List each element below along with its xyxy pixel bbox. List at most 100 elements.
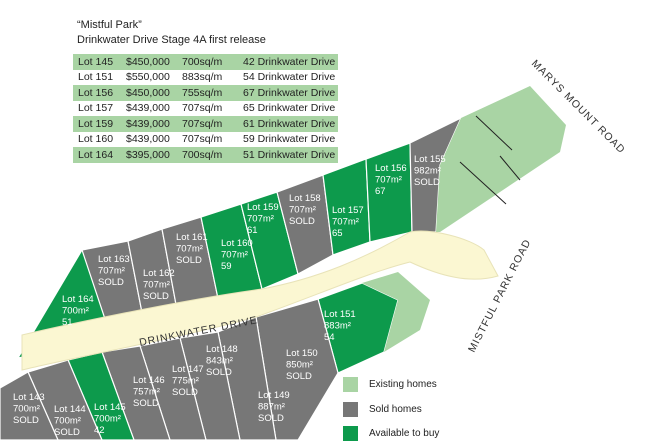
lot-146-label-line: Lot 146 (133, 375, 165, 386)
lot-149-label-line: 887m² (258, 402, 285, 413)
price-cell-address: 65 Drinkwater Drive (243, 102, 336, 115)
road-layer (21, 230, 499, 371)
lot-148-label-line: Lot 148 (206, 344, 238, 355)
price-cell-price: $439,000 (126, 133, 170, 146)
lot-159-label-line: 61 (247, 225, 258, 236)
lot-148-label-line: 843m² (206, 356, 233, 367)
price-cell-address: 61 Drinkwater Drive (240, 116, 339, 132)
lot-164-label-line: 51 (62, 317, 73, 328)
lot-146-label-line: 757m² (133, 387, 160, 398)
price-cell-price: $439,000 (123, 116, 179, 132)
price-cell-size: 707sq/m (179, 116, 240, 132)
price-row: Lot 157 $439,000 707sq/m 65 Drinkwater Driv… (73, 101, 338, 117)
price-cell-size: 883sq/m (182, 71, 223, 84)
lot-162-label-line: Lot 162 (143, 268, 175, 279)
lot-145-label-line: 700m² (94, 414, 121, 425)
lot-160-label-line: 707m² (221, 250, 248, 261)
estate-name: “Mistful Park” (77, 19, 142, 31)
lot-158-label-line: SOLD (289, 216, 315, 227)
lot-146-label-line: SOLD (133, 398, 159, 409)
lot-164-label-line: Lot 164 (62, 294, 94, 305)
price-cell-size: 707sq/m (182, 102, 223, 115)
lot-159-label-line: 707m² (247, 214, 274, 225)
legend-label-sold: Sold homes (369, 404, 422, 415)
legend-label-available: Available to buy (369, 428, 440, 439)
lot-163-label-line: SOLD (98, 277, 124, 288)
existing-lot-boundary (499, 155, 521, 181)
lot-145-label-line: 42 (94, 425, 105, 436)
price-cell-price: $550,000 (126, 71, 170, 84)
price-cell-address: 59 Drinkwater Drive (243, 133, 336, 146)
price-cell-lot: Lot 156 (73, 85, 123, 101)
price-cell-size: 700sq/m (179, 54, 240, 70)
lot-150-label-line: Lot 150 (286, 348, 318, 359)
lot-148-label-line: SOLD (206, 367, 232, 378)
lot-158-label-line: Lot 158 (289, 193, 321, 204)
existing-lot-boundary (475, 115, 513, 151)
lot-145-label-line: Lot 145 (94, 402, 126, 413)
lot-157-label-line: 707m² (332, 217, 359, 228)
legend-swatch-sold (343, 402, 358, 417)
lot-144-label-line: 700m² (54, 416, 81, 427)
lot-158-label-line: 707m² (289, 205, 316, 216)
lot-156-label-line: 707m² (375, 175, 402, 186)
lot-143-parcel (0, 371, 59, 440)
existing-homes-block-south (362, 272, 430, 352)
price-cell-lot: Lot 159 (73, 116, 123, 132)
lot-161-label-line: SOLD (176, 255, 202, 266)
price-cell-lot: Lot 164 (73, 147, 123, 163)
legend-swatch-existing (343, 377, 358, 392)
drinkwater-drive-road (21, 230, 499, 371)
lot-160-label-line: Lot 160 (221, 238, 253, 249)
lot-147-label-line: SOLD (172, 387, 198, 398)
price-cell-lot: Lot 157 (78, 102, 114, 115)
lot-155-label-line: SOLD (414, 177, 440, 188)
legend-sold: Sold homes (343, 402, 422, 417)
lot-162-label-line: 707m² (143, 280, 170, 291)
price-cell-address: 54 Drinkwater Drive (243, 71, 336, 84)
lot-155-label-line: Lot 155 (414, 154, 446, 165)
lot-143-label-line: 700m² (13, 404, 40, 415)
lot-150-label-line: SOLD (286, 371, 312, 382)
legend-label-existing: Existing homes (369, 379, 437, 390)
lot-143-label-line: SOLD (13, 415, 39, 426)
price-cell-address: 42 Drinkwater Drive (240, 54, 339, 70)
lot-151-label-line: Lot 151 (324, 309, 356, 320)
price-cell-price: $439,000 (126, 102, 170, 115)
lot-155-label-line: 982m² (414, 166, 441, 177)
lot-144-label-line: SOLD (54, 427, 80, 438)
legend-existing: Existing homes (343, 377, 437, 392)
lot-159-label-line: Lot 159 (247, 202, 279, 213)
lot-144-label-line: Lot 144 (54, 404, 86, 415)
lot-143-label-line: Lot 143 (13, 392, 45, 403)
existing-lot-boundary (459, 161, 507, 205)
price-cell-address: 67 Drinkwater Drive (240, 85, 339, 101)
lot-156-parcel (365, 142, 413, 243)
lot-151-label-line: 883m² (324, 321, 351, 332)
lot-157-label-line: Lot 157 (332, 205, 364, 216)
lot-163-label-line: 707m² (98, 266, 125, 277)
existing-homes-layer (362, 86, 566, 352)
title-block: “Mistful Park” Drinkwater Drive Stage 4A… (77, 18, 266, 48)
price-cell-price: $450,000 (123, 54, 179, 70)
lot-161-label-line: Lot 161 (176, 232, 208, 243)
lot-162-label-line: SOLD (143, 291, 169, 302)
lot-157-label-line: 65 (332, 228, 343, 239)
lots-layer (0, 116, 463, 440)
lot-161-label-line: 707m² (176, 244, 203, 255)
price-cell-lot: Lot 145 (73, 54, 123, 70)
price-cell-lot: Lot 160 (78, 133, 114, 146)
lot-163-label-line: Lot 163 (98, 254, 130, 265)
lot-150-label-line: 850m² (286, 360, 313, 371)
legend-swatch-available (343, 426, 358, 441)
price-cell-price: $450,000 (123, 85, 179, 101)
lot-147-label-line: Lot 147 (172, 364, 204, 375)
